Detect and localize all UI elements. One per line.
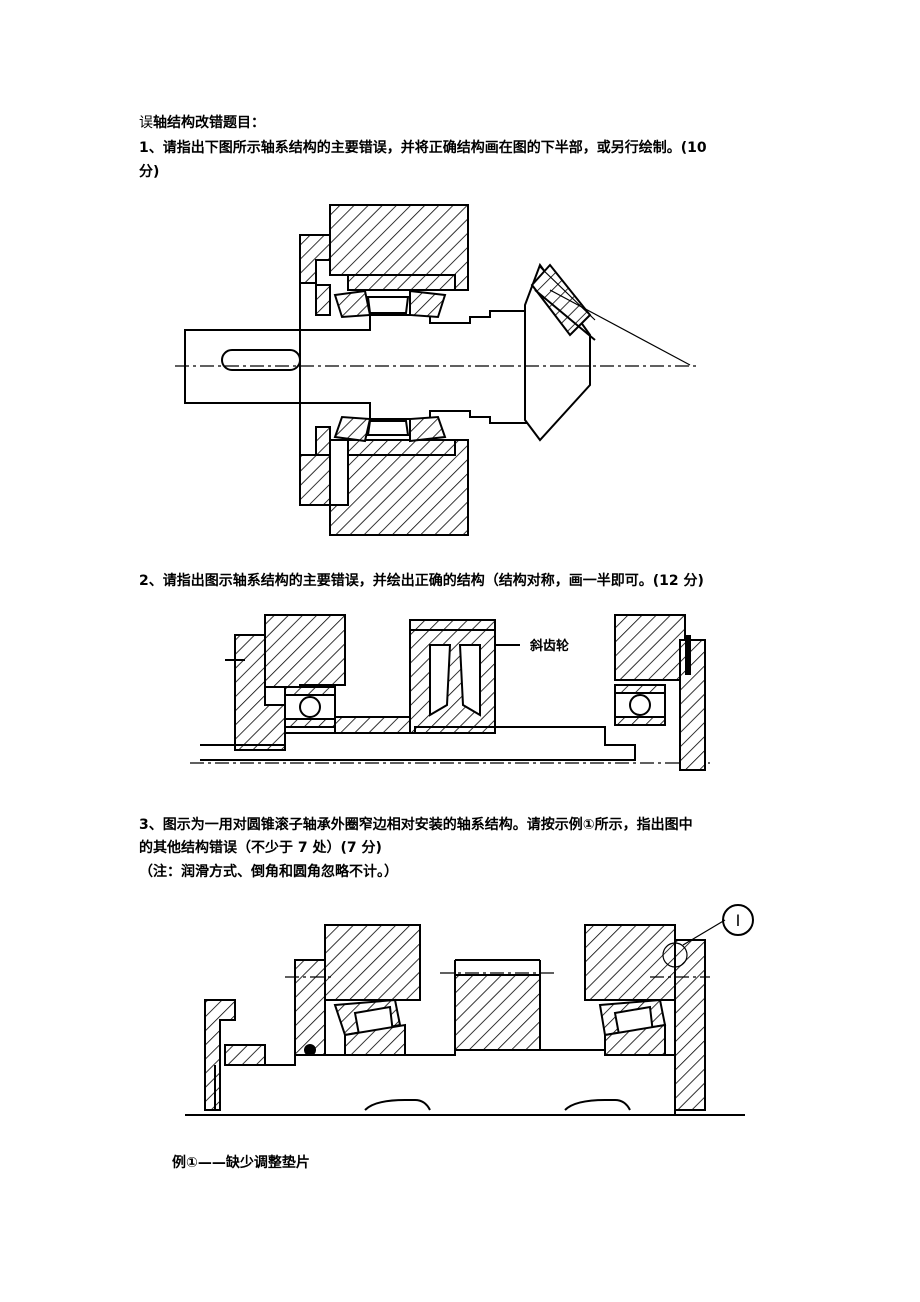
- helical-gear-label: 斜齿轮: [529, 638, 569, 654]
- figure-3-tapered-roller-shaft: I: [185, 904, 754, 1116]
- question-1-line-1: 1、请指出下图所示轴系结构的主要错误，并将正确结构画在图的下半部，或另行绘制。(…: [139, 140, 707, 156]
- callout-label: I: [736, 911, 741, 930]
- question-2-line-1: 2、请指出图示轴系结构的主要错误，并绘出正确的结构（结构对称，画一半即可。(12…: [139, 573, 704, 589]
- page-title: 误轴结构改错题目：: [139, 112, 265, 134]
- example-caption: 例①——缺少调整垫片: [172, 1155, 310, 1171]
- question-3-line-2: 的其他结构错误（不少于 7 处）(7 分): [139, 840, 382, 856]
- question-1-line-2: 分): [139, 164, 160, 180]
- figure-1-shaft-assembly: [175, 204, 700, 536]
- question-3-note: （注：润滑方式、倒角和圆角忽略不计。）: [139, 864, 398, 880]
- title-prefix: 误: [139, 115, 153, 131]
- question-3-line-1: 3、图示为一用对圆锥滚子轴承外圈窄边相对安装的轴系结构。请按示例①所示，指出图中: [139, 817, 693, 833]
- title-text: 轴结构改错题目：: [153, 115, 265, 131]
- figure-2-helical-gear-shaft: 斜齿轮: [190, 614, 710, 771]
